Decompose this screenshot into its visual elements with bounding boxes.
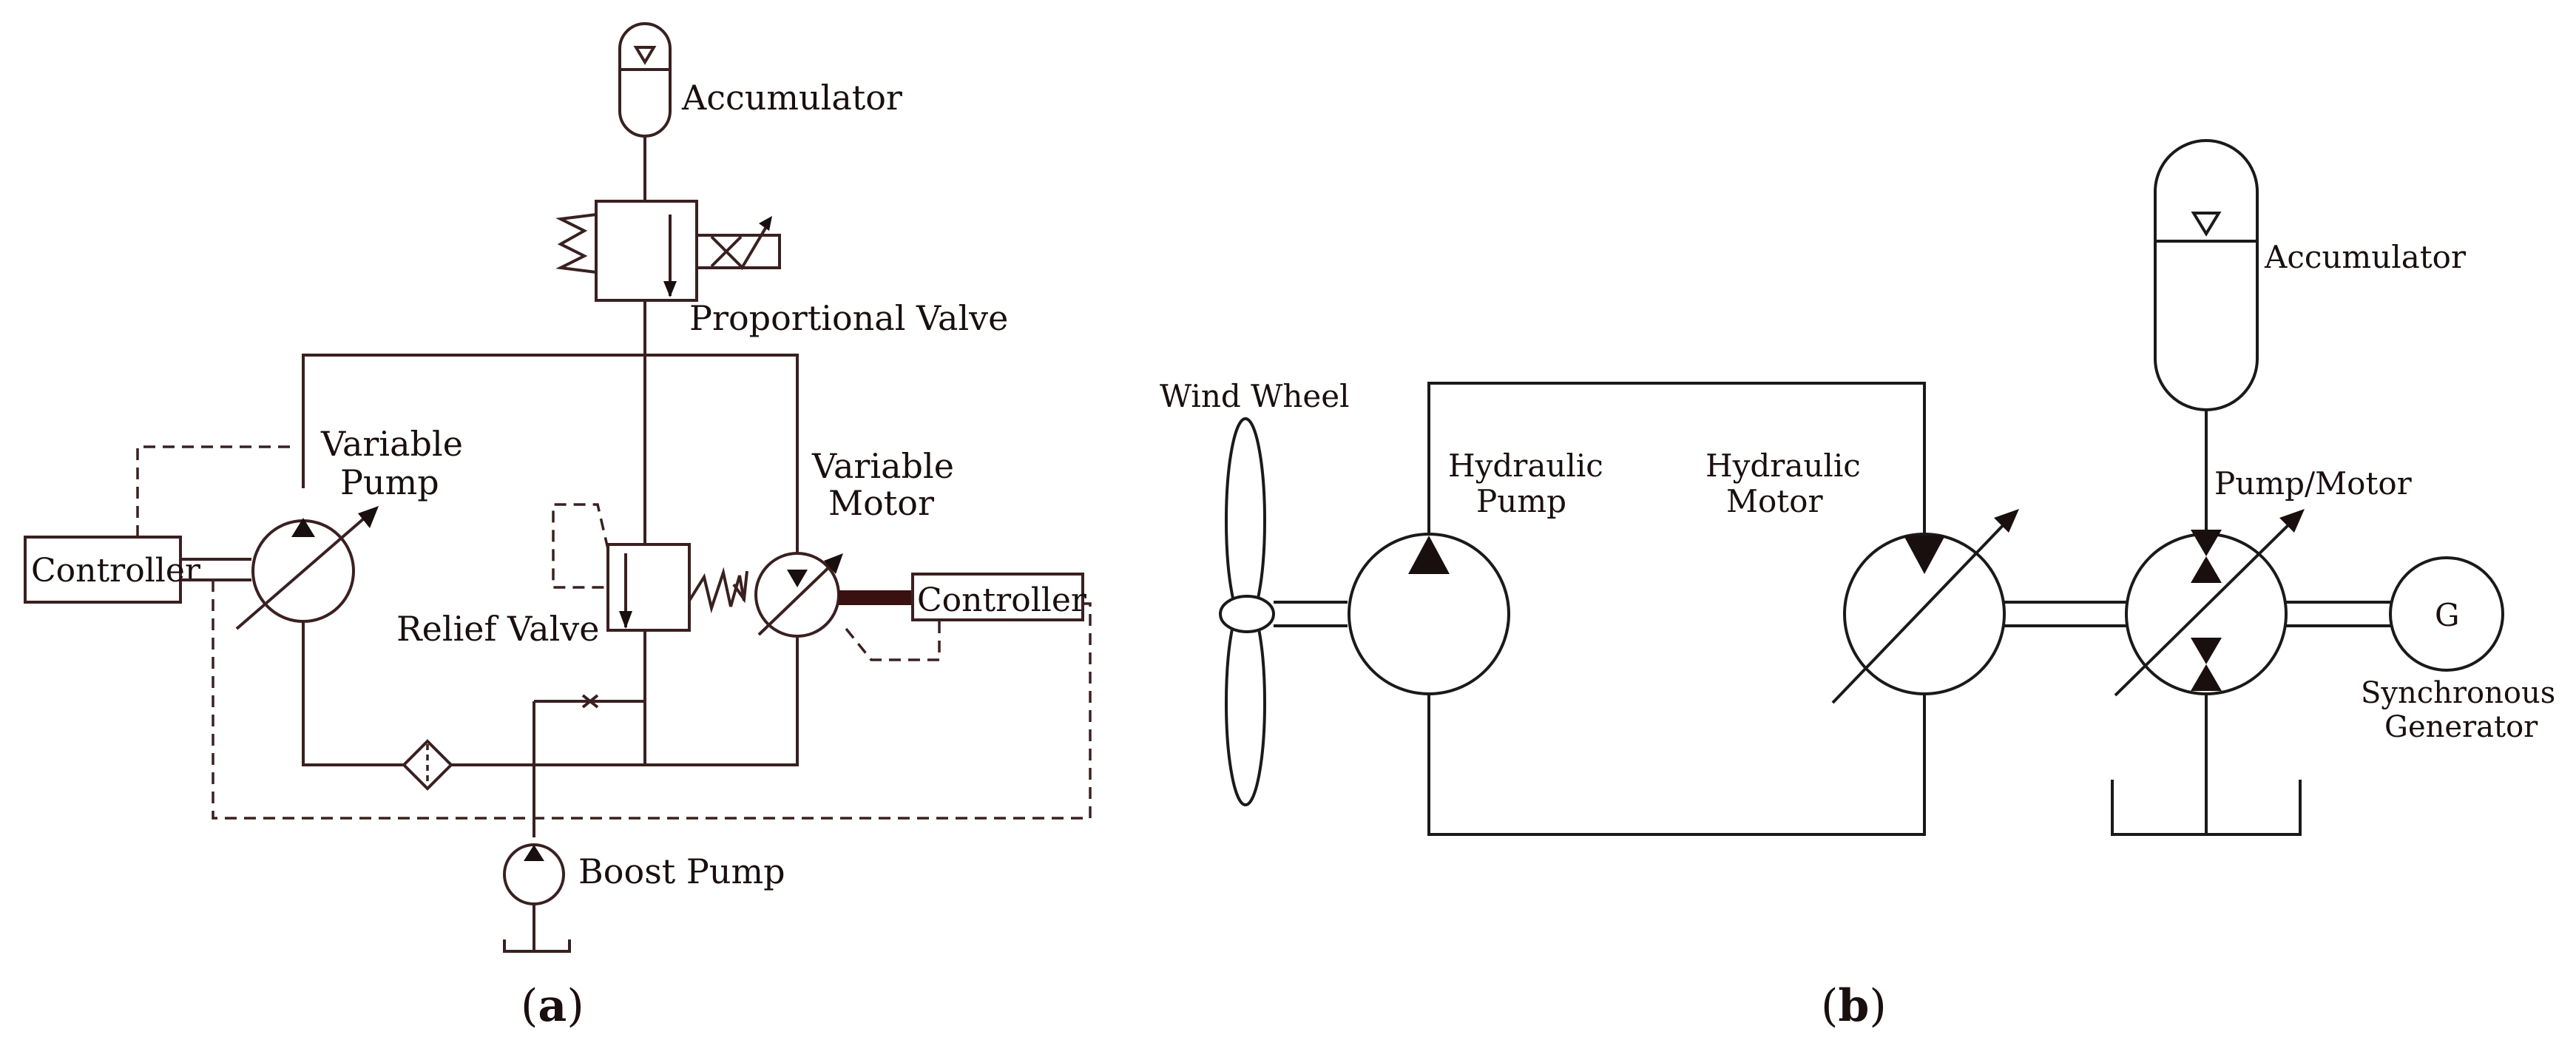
pump-motor-label: Pump/Motor xyxy=(2214,465,2413,502)
wind-wheel: Wind Wheel xyxy=(1160,378,1350,806)
pipes-b xyxy=(1427,382,1926,836)
accumulator-label-b: Accumulator xyxy=(2264,239,2467,275)
hydraulic-pump: Hydraulic Pump xyxy=(1348,448,1603,695)
synchronous-label-1: Synchronous xyxy=(2361,676,2555,710)
synchronous-label-2: Generator xyxy=(2384,710,2538,744)
pipes-a xyxy=(302,300,799,837)
proportional-valve: Proportional Valve xyxy=(555,200,1008,338)
accumulator-label-a: Accumulator xyxy=(681,78,902,118)
variable-pump-label-1: Variable xyxy=(320,424,463,464)
wind-wheel-label: Wind Wheel xyxy=(1160,378,1350,414)
relief-valve-label: Relief Valve xyxy=(396,609,600,649)
variable-pump: Variable Pump xyxy=(235,424,463,630)
caption-b-letter: b xyxy=(1838,980,1869,1032)
controller-left: Controller xyxy=(24,536,251,604)
controller-left-label: Controller xyxy=(31,552,201,590)
caption-b-close: ) xyxy=(1869,980,1886,1032)
hydraulic-pump-label-1: Hydraulic xyxy=(1448,448,1603,484)
controller-right-label: Controller xyxy=(917,581,1087,619)
variable-motor-label-2: Motor xyxy=(828,483,934,523)
hydraulic-motor-label-2: Motor xyxy=(1726,483,1823,519)
pump-motor: Pump/Motor xyxy=(2111,465,2413,836)
variable-pump-label-2: Pump xyxy=(340,462,439,502)
controller-right: Controller xyxy=(911,573,1087,621)
caption-a: (a) xyxy=(521,980,584,1032)
synchronous-generator: G Synchronous Generator xyxy=(2361,556,2555,744)
filter xyxy=(402,739,453,791)
caption-a-letter: a xyxy=(538,980,567,1032)
panel-b: Wind Wheel Hydraulic Pump Hydraulic Moto… xyxy=(1160,139,2555,1032)
caption-b-open: ( xyxy=(1821,980,1838,1032)
hydraulic-motor: Hydraulic Motor xyxy=(1705,448,2127,704)
relief-valve: Relief Valve xyxy=(396,543,748,649)
caption-b: (b) xyxy=(1821,980,1887,1032)
hydraulic-motor-label-1: Hydraulic xyxy=(1705,448,1861,484)
control-lines-a xyxy=(136,445,1092,820)
proportional-valve-label: Proportional Valve xyxy=(689,298,1008,338)
variable-motor-label-1: Variable xyxy=(811,446,954,486)
boost-pump: Boost Pump xyxy=(503,843,785,953)
accumulator-b: Accumulator xyxy=(2154,139,2467,534)
boost-pump-label: Boost Pump xyxy=(578,851,785,891)
accumulator-a: Accumulator xyxy=(618,22,902,201)
caption-a-open: ( xyxy=(521,980,538,1032)
caption-a-close: ) xyxy=(567,980,584,1032)
hydraulic-pump-label-2: Pump xyxy=(1476,483,1566,519)
variable-motor: Variable Motor xyxy=(754,446,954,638)
generator-symbol: G xyxy=(2435,597,2460,633)
panel-a: Accumulator Proportional Valve xyxy=(24,22,1092,1032)
